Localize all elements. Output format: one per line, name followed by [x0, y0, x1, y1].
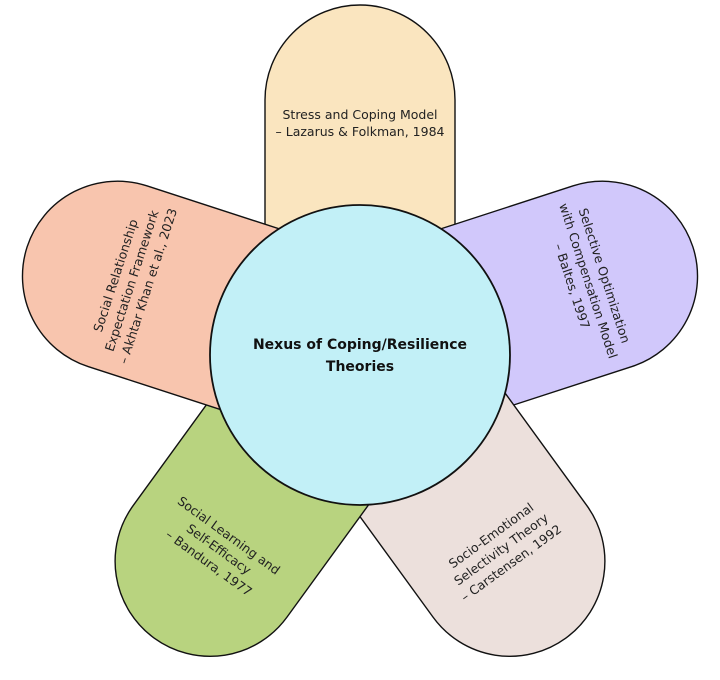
petal-label-line: – Lazarus & Folkman, 1984 — [276, 124, 445, 139]
center-title-line: Nexus of Coping/Resilience — [253, 337, 467, 353]
petal-label-line: Stress and Coping Model — [282, 107, 437, 122]
petal-selective-optimization: Selective Optimizationwith Compensation … — [396, 180, 699, 425]
center-circle — [209, 204, 511, 506]
petal-label: Social RelationshipExpectation Framework… — [83, 196, 180, 366]
petal-label: Stress and Coping Model – Lazarus & Folkm… — [276, 107, 445, 139]
center-title-line: Theories — [326, 359, 394, 375]
